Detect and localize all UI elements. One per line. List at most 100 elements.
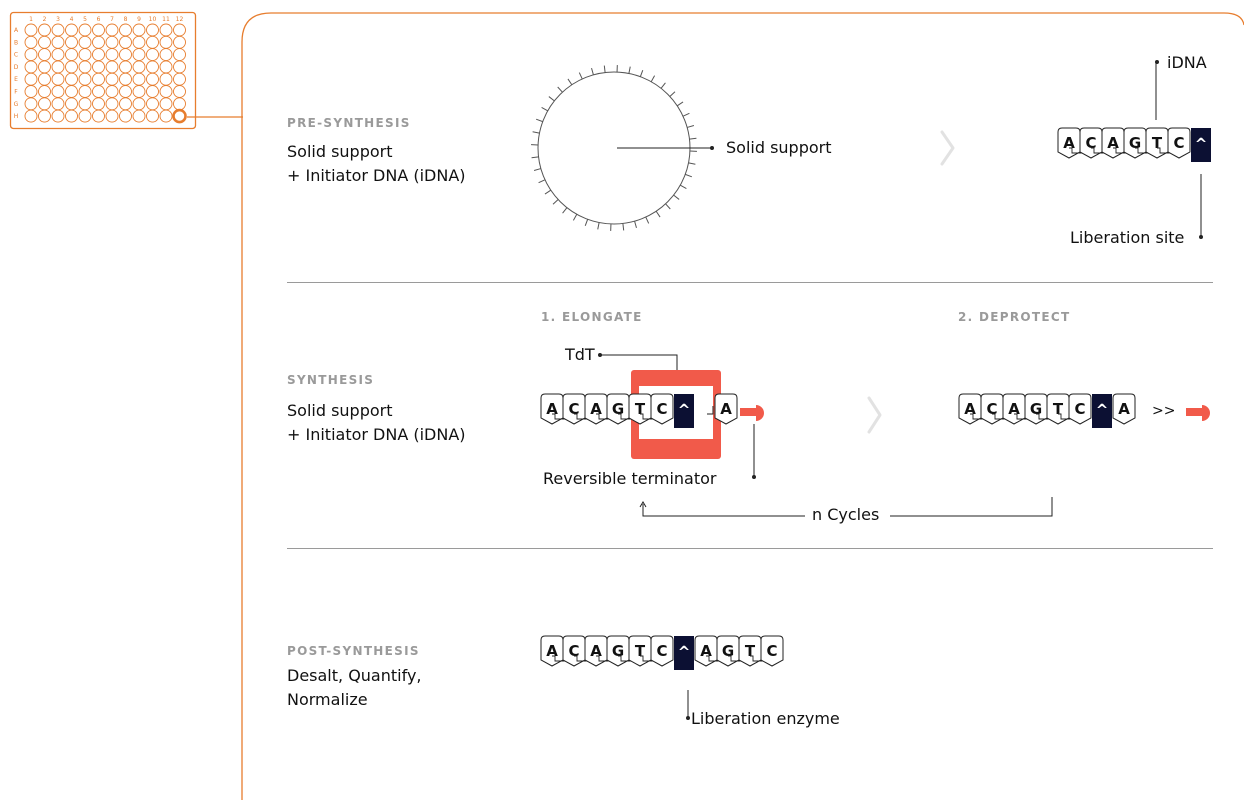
- svg-text:C: C: [656, 400, 667, 418]
- step-chevron-pre: [940, 130, 955, 166]
- bead-spike: [622, 223, 625, 231]
- plate-well: [119, 72, 132, 86]
- synthesis-label: SYNTHESIS: [287, 373, 375, 387]
- liberation-site-pointer-dot: [1199, 235, 1203, 239]
- plate-well: [24, 23, 38, 37]
- nucleotide-g: G: [1123, 127, 1147, 159]
- plate-well: [51, 85, 65, 98]
- plate-well: [24, 109, 38, 123]
- plate-well: [159, 85, 173, 98]
- plate-well: [38, 60, 51, 74]
- plate-well: [119, 35, 132, 49]
- svg-text:A: A: [1118, 400, 1130, 418]
- solid-support-label: Solid support: [726, 138, 832, 157]
- plate-well: [65, 109, 78, 123]
- nucleotide-t: T: [1046, 393, 1070, 425]
- liberation-enzyme-label: Liberation enzyme: [691, 709, 840, 728]
- plate-well: [146, 109, 159, 123]
- svg-text:C: C: [568, 642, 579, 660]
- bead-spike: [535, 118, 543, 123]
- plate-well: [51, 72, 65, 86]
- continue-label: >>: [1152, 403, 1176, 419]
- plate-well: [38, 109, 51, 123]
- step-deprotect-label: 2. DEPROTECT: [958, 310, 1071, 324]
- svg-text:A: A: [546, 400, 558, 418]
- svg-text:A: A: [964, 400, 976, 418]
- plate-column-label: 2: [43, 16, 47, 23]
- plate-well: [132, 72, 146, 86]
- plate-column-label: 10: [149, 16, 157, 23]
- svg-text:C: C: [766, 642, 777, 660]
- plate-well: [78, 97, 92, 111]
- bead-spike: [669, 91, 676, 97]
- bead-spike: [650, 75, 656, 82]
- bead-spike: [532, 131, 540, 134]
- bead-spike: [557, 86, 563, 93]
- plate-well: [146, 48, 159, 62]
- bead-spike: [689, 137, 697, 140]
- liberation-site-label: Liberation site: [1070, 228, 1185, 247]
- plate-column-label: 11: [162, 16, 170, 23]
- plate-well: [173, 48, 186, 62]
- terminator-cap-deprotect: [1186, 405, 1210, 421]
- bead-spike: [544, 189, 552, 195]
- well-plate-frame: [9, 11, 197, 130]
- tdt-pointer: [600, 354, 678, 370]
- bead-spike: [603, 65, 606, 73]
- well-plate-wells: [24, 23, 187, 124]
- plate-well: [105, 72, 119, 86]
- plate-well: [146, 97, 159, 111]
- bead-spike: [628, 66, 631, 74]
- plate-well: [78, 35, 92, 49]
- plate-well: [105, 35, 119, 49]
- plate-column-label: 5: [83, 16, 87, 23]
- plate-well: [24, 48, 38, 62]
- plate-well: [24, 72, 38, 86]
- pre-synthesis-desc-line1: Solid support: [287, 142, 393, 161]
- plate-well: [146, 60, 159, 74]
- idna-label: iDNA: [1167, 53, 1207, 72]
- plate-well: [38, 23, 51, 37]
- svg-text:T: T: [1053, 400, 1064, 418]
- nucleotide-a: A: [958, 393, 982, 425]
- pre-synthesis-desc-line2: + Initiator DNA (iDNA): [287, 166, 466, 185]
- plate-row-label: H: [14, 113, 19, 120]
- post-synthesis-label: POST-SYNTHESIS: [287, 644, 420, 658]
- plate-column-label: 8: [124, 16, 128, 23]
- nucleotide-liberation-site: ^: [1191, 128, 1211, 162]
- plate-well: [146, 72, 159, 86]
- plate-well: [78, 60, 92, 74]
- bead-spike: [655, 210, 661, 218]
- svg-text:A: A: [590, 642, 602, 660]
- plate-row-label: C: [14, 52, 18, 59]
- svg-text:A: A: [700, 642, 712, 660]
- cycles-loop-right: [890, 497, 1053, 517]
- step-elongate-label: 1. ELONGATE: [541, 310, 643, 324]
- plate-well: [159, 97, 173, 111]
- plate-well: [24, 85, 38, 98]
- nucleotide-g: G: [606, 393, 630, 425]
- plate-well: [173, 23, 186, 37]
- nucleotide-t: T: [738, 635, 762, 667]
- svg-text:G: G: [1129, 134, 1141, 152]
- bead-spike: [682, 112, 690, 117]
- plate-well: [173, 97, 186, 111]
- nucleotide-a: A: [1101, 127, 1125, 159]
- added-base-connector: [707, 406, 714, 415]
- bead-spike: [578, 72, 583, 80]
- plate-well: [92, 85, 105, 98]
- svg-text:C: C: [986, 400, 997, 418]
- plate-well: [119, 109, 132, 123]
- bead-spike: [634, 221, 637, 229]
- svg-text:C: C: [568, 400, 579, 418]
- plate-well: [51, 97, 65, 111]
- plate-well: [146, 85, 159, 98]
- svg-text:^: ^: [1096, 401, 1109, 419]
- plate-well: [132, 60, 146, 74]
- plate-row-label: A: [14, 27, 19, 34]
- plate-well: [159, 23, 173, 37]
